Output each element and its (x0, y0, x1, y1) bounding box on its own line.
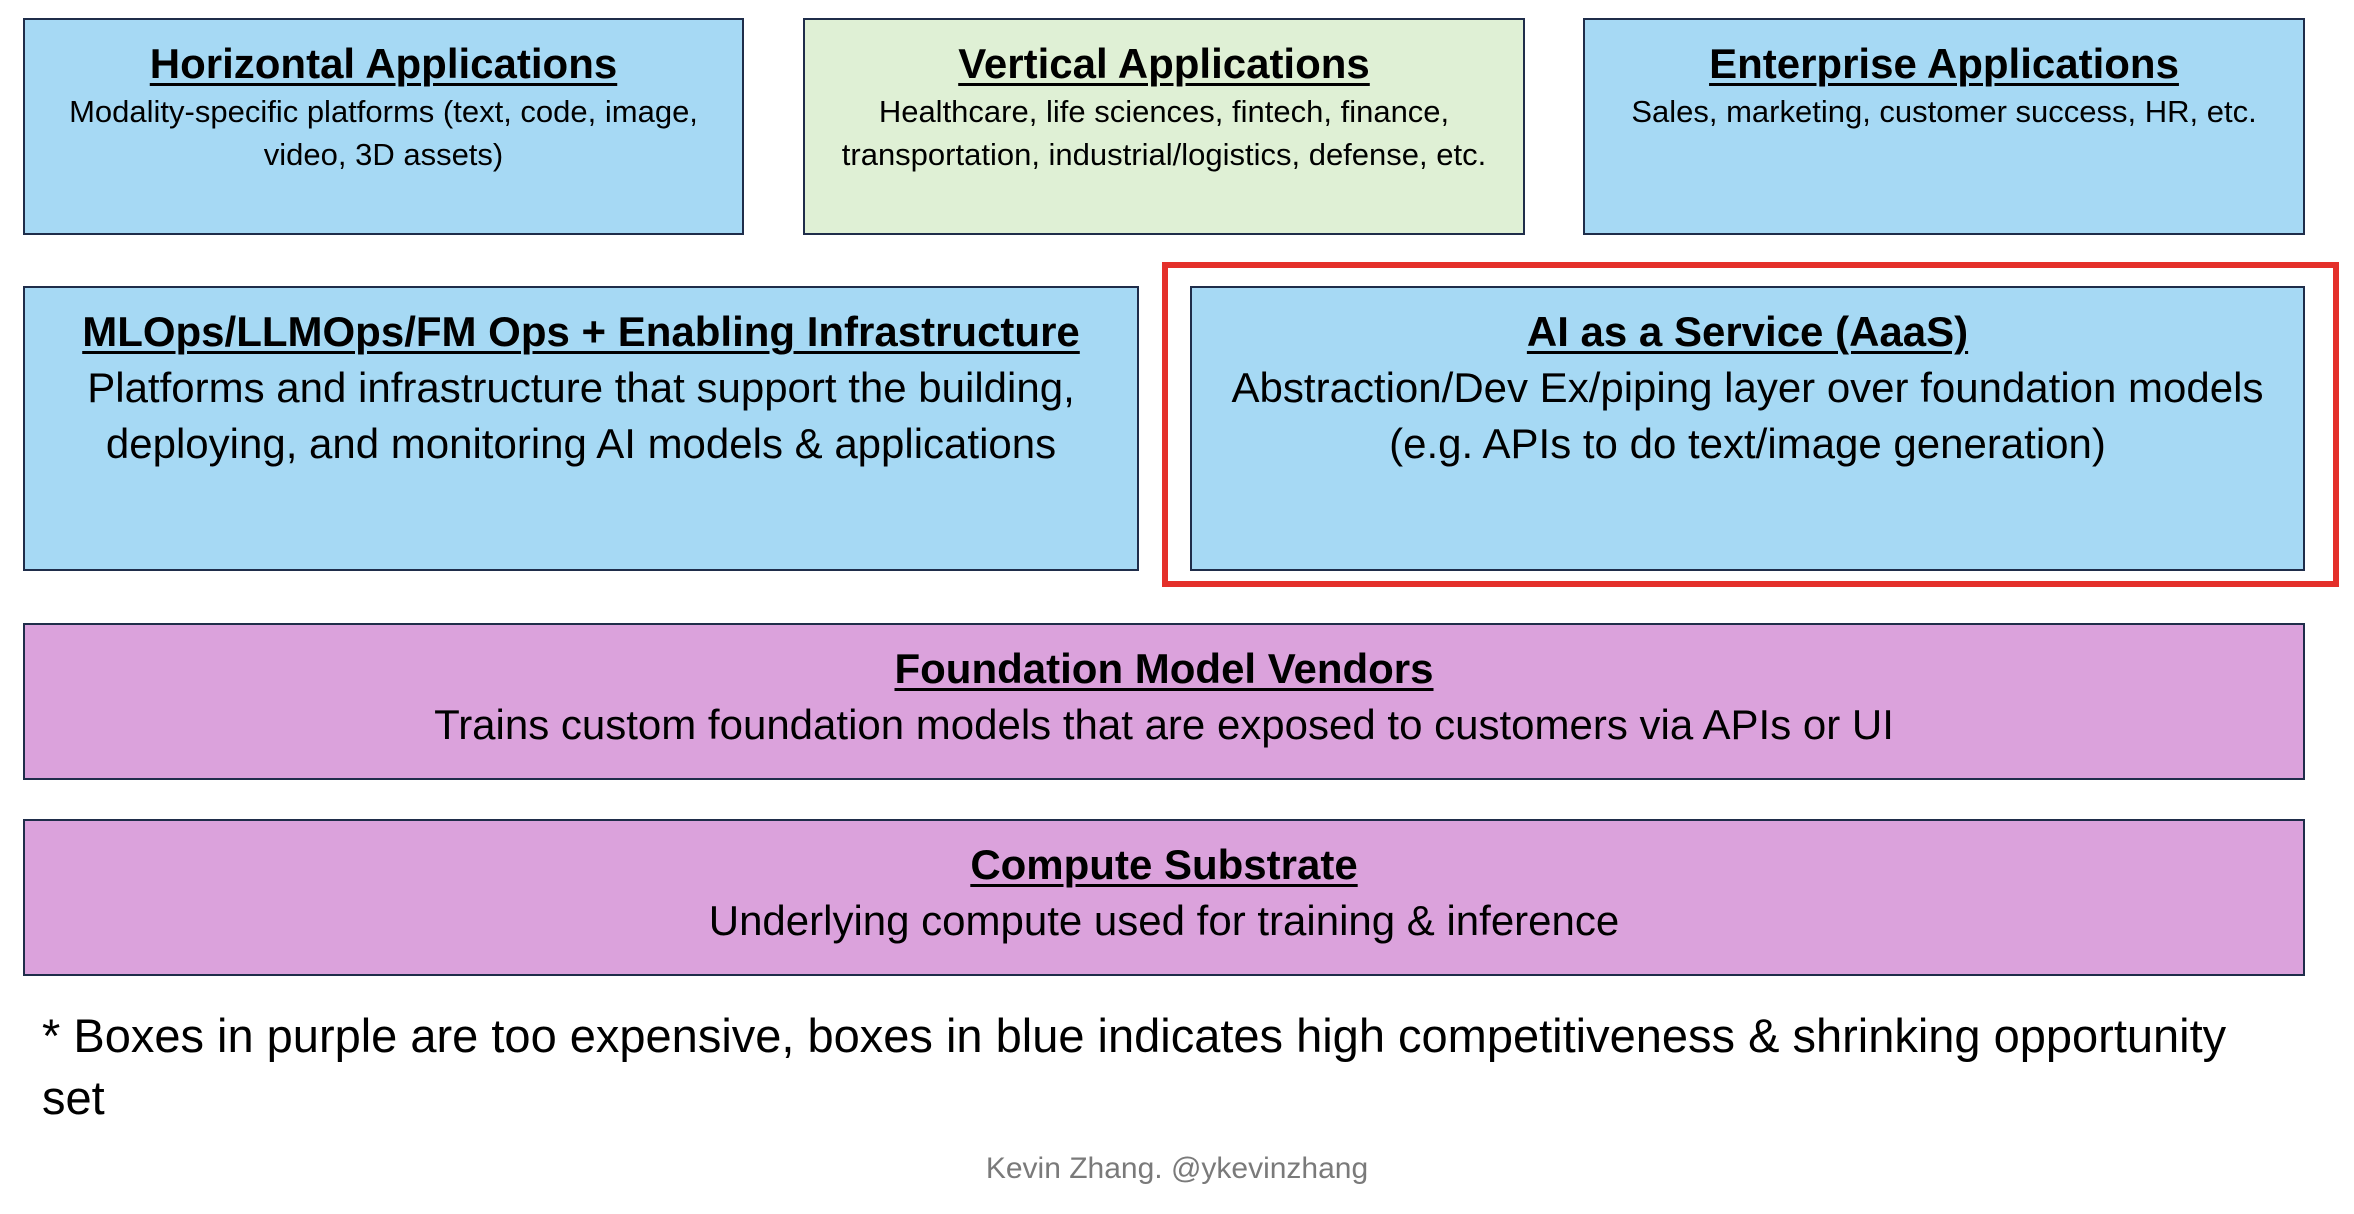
box-description: Platforms and infrastructure that suppor… (87, 364, 1075, 467)
box-description: Modality-specific platforms (text, code,… (69, 94, 698, 172)
author-credit: Kevin Zhang. @ykevinzhang (985, 1152, 1369, 1185)
mlops-infrastructure-box: MLOps/LLMOps/FM Ops + Enabling Infrastru… (23, 286, 1139, 571)
footnote: * Boxes in purple are too expensive, box… (42, 1009, 2227, 1124)
foundation-model-vendors-box: Foundation Model Vendors Trains custom f… (23, 623, 2305, 780)
box-title: Foundation Model Vendors (894, 645, 1434, 692)
compute-substrate-box: Compute Substrate Underlying compute use… (23, 819, 2305, 976)
box-description: Trains custom foundation models that are… (434, 701, 1894, 748)
ai-as-a-service-box: AI as a Service (AaaS) Abstraction/Dev E… (1190, 286, 2305, 571)
box-title: Vertical Applications (958, 40, 1370, 87)
box-title: Horizontal Applications (149, 40, 618, 87)
enterprise-applications-box: Enterprise Applications Sales, marketing… (1583, 18, 2305, 235)
box-description: Healthcare, life sciences, fintech, fina… (841, 94, 1487, 172)
box-title: Enterprise Applications (1709, 40, 2179, 87)
highlight-frame (1162, 262, 2339, 587)
box-description: Sales, marketing, customer success, HR, … (1631, 94, 2257, 129)
box-title: AI as a Service (AaaS) (1526, 308, 1969, 355)
box-title: Compute Substrate (970, 841, 1358, 888)
box-description: Underlying compute used for training & i… (708, 897, 1620, 944)
box-description: Abstraction/Dev Ex/piping layer over fou… (1231, 364, 2264, 467)
horizontal-applications-box: Horizontal Applications Modality-specifi… (23, 18, 744, 235)
box-title: MLOps/LLMOps/FM Ops + Enabling Infrastru… (82, 308, 1080, 355)
vertical-applications-box: Vertical Applications Healthcare, life s… (803, 18, 1525, 235)
